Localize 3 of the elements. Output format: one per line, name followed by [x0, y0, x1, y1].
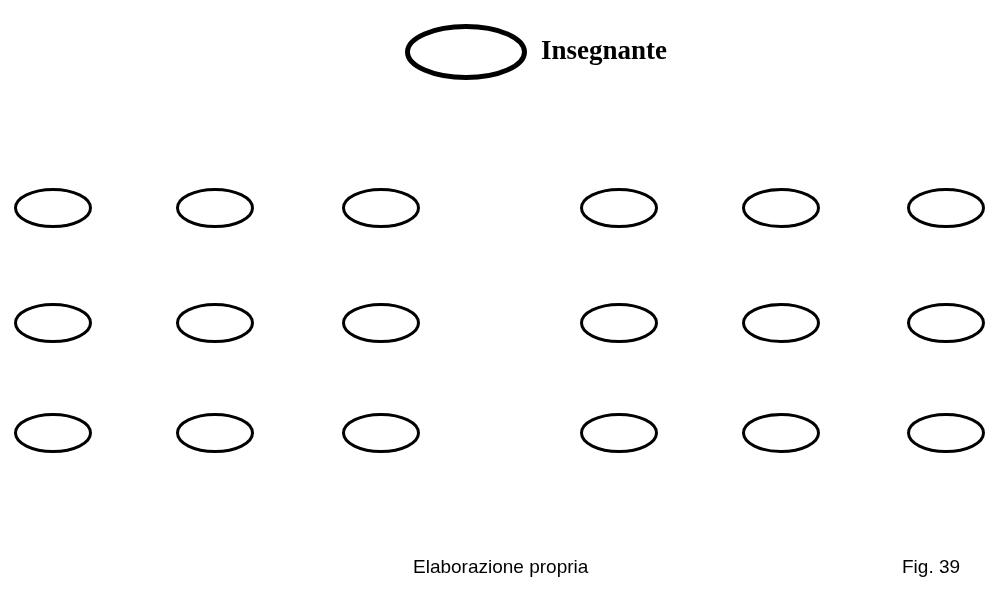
role-label: Insegnante	[541, 35, 668, 66]
source-note: Elaborazione propria	[413, 556, 589, 578]
figure-number: Fig. 39	[902, 556, 961, 578]
